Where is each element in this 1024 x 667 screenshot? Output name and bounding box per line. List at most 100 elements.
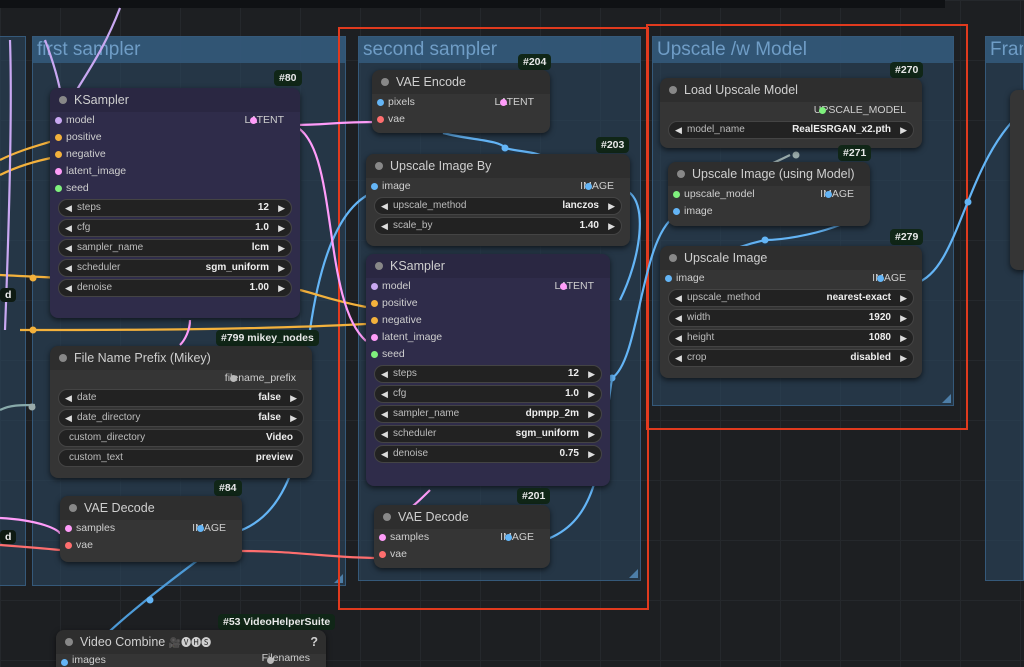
output-slot-image[interactable]: IMAGE	[820, 188, 854, 200]
input-slot-model[interactable]: model LATENT	[366, 278, 610, 295]
input-slot-latent-image[interactable]: latent_image	[50, 163, 300, 180]
group-title[interactable]: Upscale /w Model	[653, 37, 953, 63]
collapse-dot[interactable]	[69, 504, 77, 512]
input-slot-latent-image[interactable]: latent_image	[366, 329, 610, 346]
increment-arrow-icon: ▶	[900, 333, 907, 343]
resize-handle[interactable]	[629, 569, 638, 578]
node-id-badge: #84	[214, 480, 242, 496]
collapse-dot[interactable]	[669, 86, 677, 94]
output-slot-latent[interactable]: LATENT	[494, 96, 534, 108]
collapse-dot[interactable]	[677, 170, 685, 178]
output-slot-latent[interactable]: LATENT	[244, 114, 284, 126]
input-slot-image[interactable]: image IMAGE	[366, 178, 630, 195]
collapse-dot[interactable]	[375, 162, 383, 170]
output-slot-image[interactable]: IMAGE	[580, 180, 614, 192]
input-slot-positive[interactable]: positive	[50, 129, 300, 146]
input-slot-image[interactable]: image	[668, 203, 870, 220]
collapse-dot[interactable]	[669, 254, 677, 262]
video-combine-node[interactable]: Video Combine 🎥🅥🅗🅢 ? images Filenames	[56, 630, 326, 667]
vae-decode-node-2[interactable]: VAE Decode samples IMAGE vae	[374, 505, 550, 568]
output-slot-filename-prefix[interactable]: filename_prefix	[224, 372, 296, 384]
output-slot-filenames[interactable]: Filenames	[261, 652, 310, 664]
collapse-dot[interactable]	[65, 638, 73, 646]
input-slot-upscale-model[interactable]: upscale_model IMAGE	[668, 186, 870, 203]
node-title[interactable]: Upscale Image (using Model)	[668, 162, 870, 186]
node-title[interactable]: VAE Decode	[374, 505, 550, 529]
help-icon[interactable]: ?	[310, 635, 318, 649]
input-slot-vae[interactable]: vae	[60, 537, 242, 554]
node-id-badge: #271	[838, 145, 872, 161]
input-slot-samples[interactable]: samples IMAGE	[374, 529, 550, 546]
group-left-partial[interactable]	[0, 36, 26, 586]
node-title[interactable]: Video Combine 🎥🅥🅗🅢 ?	[56, 630, 326, 654]
collapse-dot[interactable]	[59, 96, 67, 104]
node-title[interactable]: Load Upscale Model	[660, 78, 922, 102]
resize-handle[interactable]	[942, 394, 951, 403]
node-title[interactable]: KSampler	[50, 88, 300, 112]
node-title[interactable]: Upscale Image	[660, 246, 922, 270]
input-slot-negative[interactable]: negative	[50, 146, 300, 163]
node-title[interactable]: File Name Prefix (Mikey)	[50, 346, 312, 370]
node-title[interactable]: VAE Decode	[60, 496, 242, 520]
group-title[interactable]: Fram	[986, 37, 1023, 63]
upscale-image-node[interactable]: Upscale Image image IMAGE ◀upscale_metho…	[660, 246, 922, 378]
input-slot-model[interactable]: model LATENT	[50, 112, 300, 129]
input-slot-vae[interactable]: vae	[372, 111, 550, 128]
collapse-dot[interactable]	[383, 513, 391, 521]
group-title[interactable]: second sampler	[359, 37, 640, 63]
collapse-dot[interactable]	[59, 354, 67, 362]
output-slot-upscale-model[interactable]: UPSCALE_MODEL	[813, 104, 906, 116]
frame-node-partial[interactable]	[1010, 90, 1024, 270]
load-upscale-model-node[interactable]: Load Upscale Model UPSCALE_MODEL ◀model_…	[660, 78, 922, 148]
vae-encode-node[interactable]: VAE Encode pixels LATENT vae	[372, 70, 550, 133]
output-slot-image[interactable]: IMAGE	[192, 522, 226, 534]
upscale-image-using-model-node[interactable]: Upscale Image (using Model) upscale_mode…	[668, 162, 870, 226]
ksampler-node-2[interactable]: KSampler model LATENT positive negative …	[366, 254, 610, 486]
increment-arrow-icon: ▶	[588, 449, 595, 459]
node-title[interactable]: VAE Encode	[372, 70, 550, 94]
vae-decode-node-1[interactable]: VAE Decode samples IMAGE vae	[60, 496, 242, 562]
input-slot-seed[interactable]: seed	[366, 346, 610, 363]
input-slot-images[interactable]: images Filenames	[56, 652, 326, 667]
output-slot-image[interactable]: IMAGE	[500, 531, 534, 543]
node-title[interactable]: KSampler	[366, 254, 610, 278]
output-slot-image[interactable]: IMAGE	[872, 272, 906, 284]
input-slot-vae[interactable]: vae	[374, 546, 550, 563]
group-title[interactable]: first sampler	[33, 37, 345, 63]
file-name-prefix-node[interactable]: File Name Prefix (Mikey) filename_prefix…	[50, 346, 312, 478]
collapse-dot[interactable]	[381, 78, 389, 86]
ksampler-node-1[interactable]: KSampler model LATENT positive negative …	[50, 88, 300, 318]
input-slot-samples[interactable]: samples IMAGE	[60, 520, 242, 537]
increment-arrow-icon: ▶	[278, 223, 285, 233]
input-slot-negative[interactable]: negative	[366, 312, 610, 329]
collapse-dot[interactable]	[375, 262, 383, 270]
input-slot-seed[interactable]: seed	[50, 180, 300, 197]
output-slot-latent[interactable]: LATENT	[554, 280, 594, 292]
node-title[interactable]: Upscale Image By	[366, 154, 630, 178]
input-slot-positive[interactable]: positive	[366, 295, 610, 312]
upscale-image-by-node[interactable]: Upscale Image By image IMAGE ◀upscale_me…	[366, 154, 630, 246]
input-slot-image[interactable]: image IMAGE	[660, 270, 922, 287]
input-slot-pixels[interactable]: pixels LATENT	[372, 94, 550, 111]
